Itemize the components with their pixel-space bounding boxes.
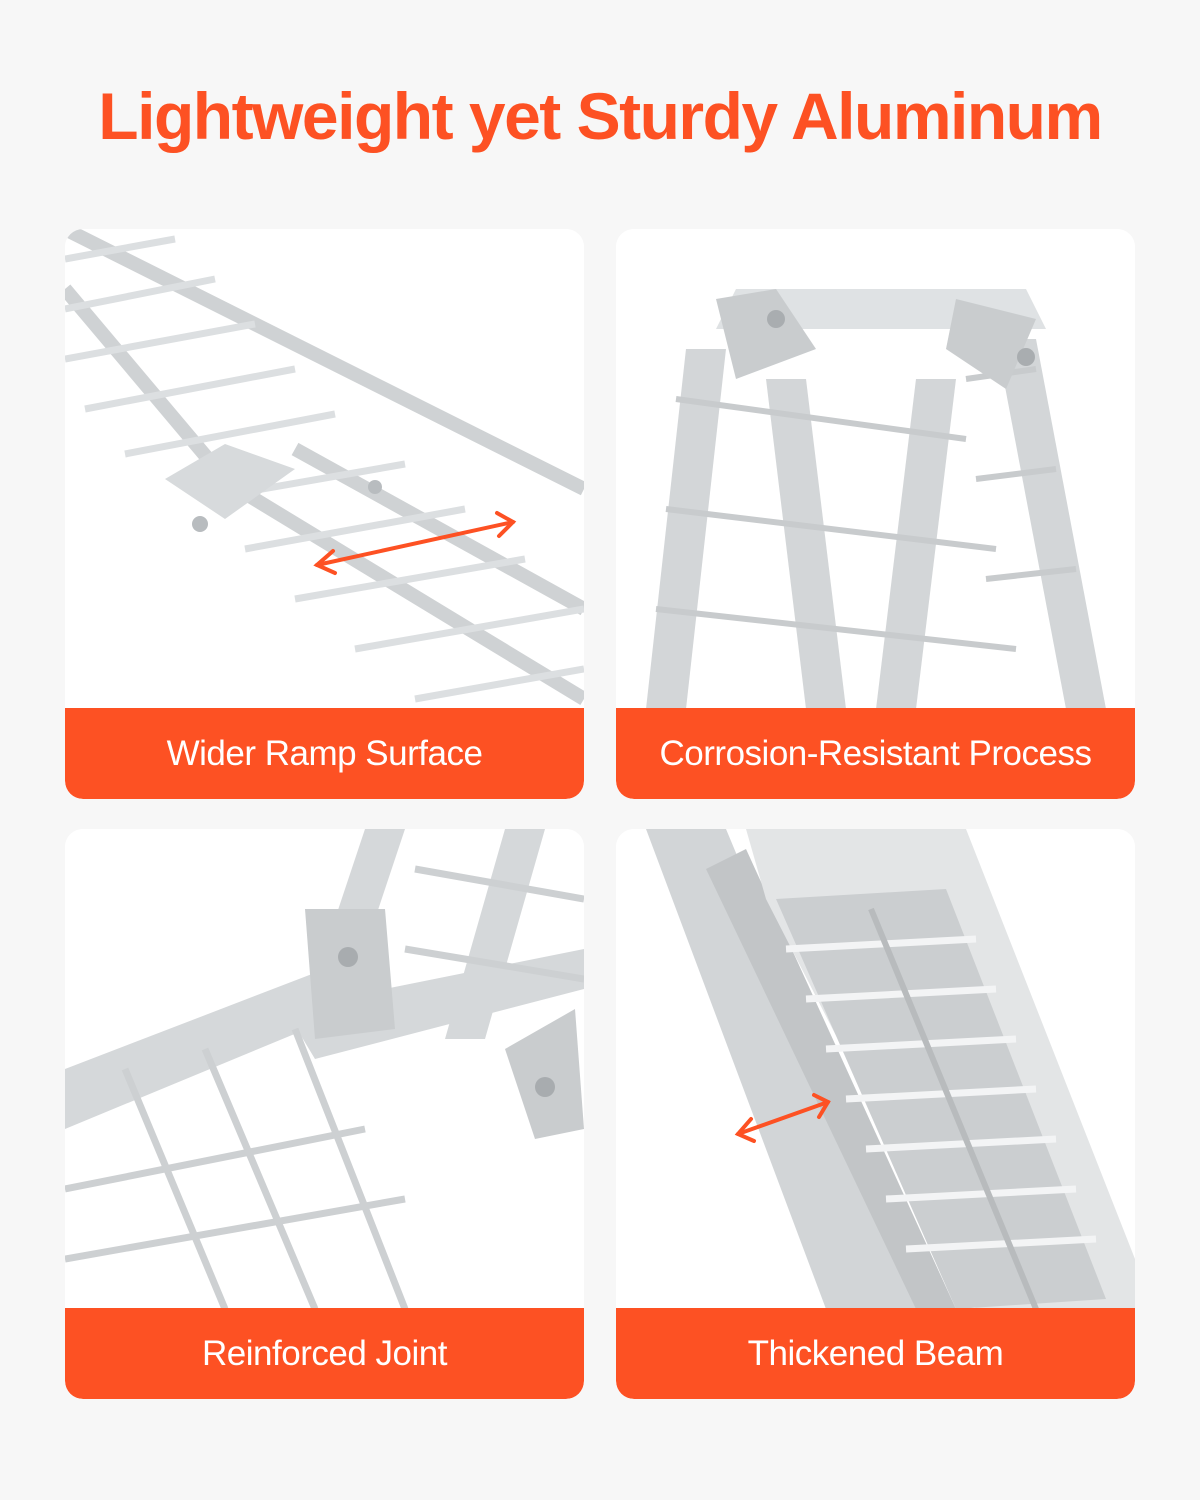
feature-label: Corrosion-Resistant Process	[616, 708, 1135, 799]
hinged-joint-image	[65, 829, 584, 1309]
side-beam-image	[616, 829, 1135, 1309]
folded-ramp-image	[616, 229, 1135, 709]
feature-label: Reinforced Joint	[65, 1308, 584, 1399]
ramp-surface-image	[65, 229, 584, 709]
feature-label: Thickened Beam	[616, 1308, 1135, 1399]
feature-label: Wider Ramp Surface	[65, 708, 584, 799]
feature-card-thickened-beam: Thickened Beam	[616, 829, 1135, 1399]
feature-card-reinforced-joint: Reinforced Joint	[65, 829, 584, 1399]
feature-card-corrosion-resistant-process: Corrosion-Resistant Process	[616, 229, 1135, 799]
page-title: Lightweight yet Sturdy Aluminum	[98, 79, 1103, 153]
feature-card-wider-ramp-surface: Wider Ramp Surface	[65, 229, 584, 799]
